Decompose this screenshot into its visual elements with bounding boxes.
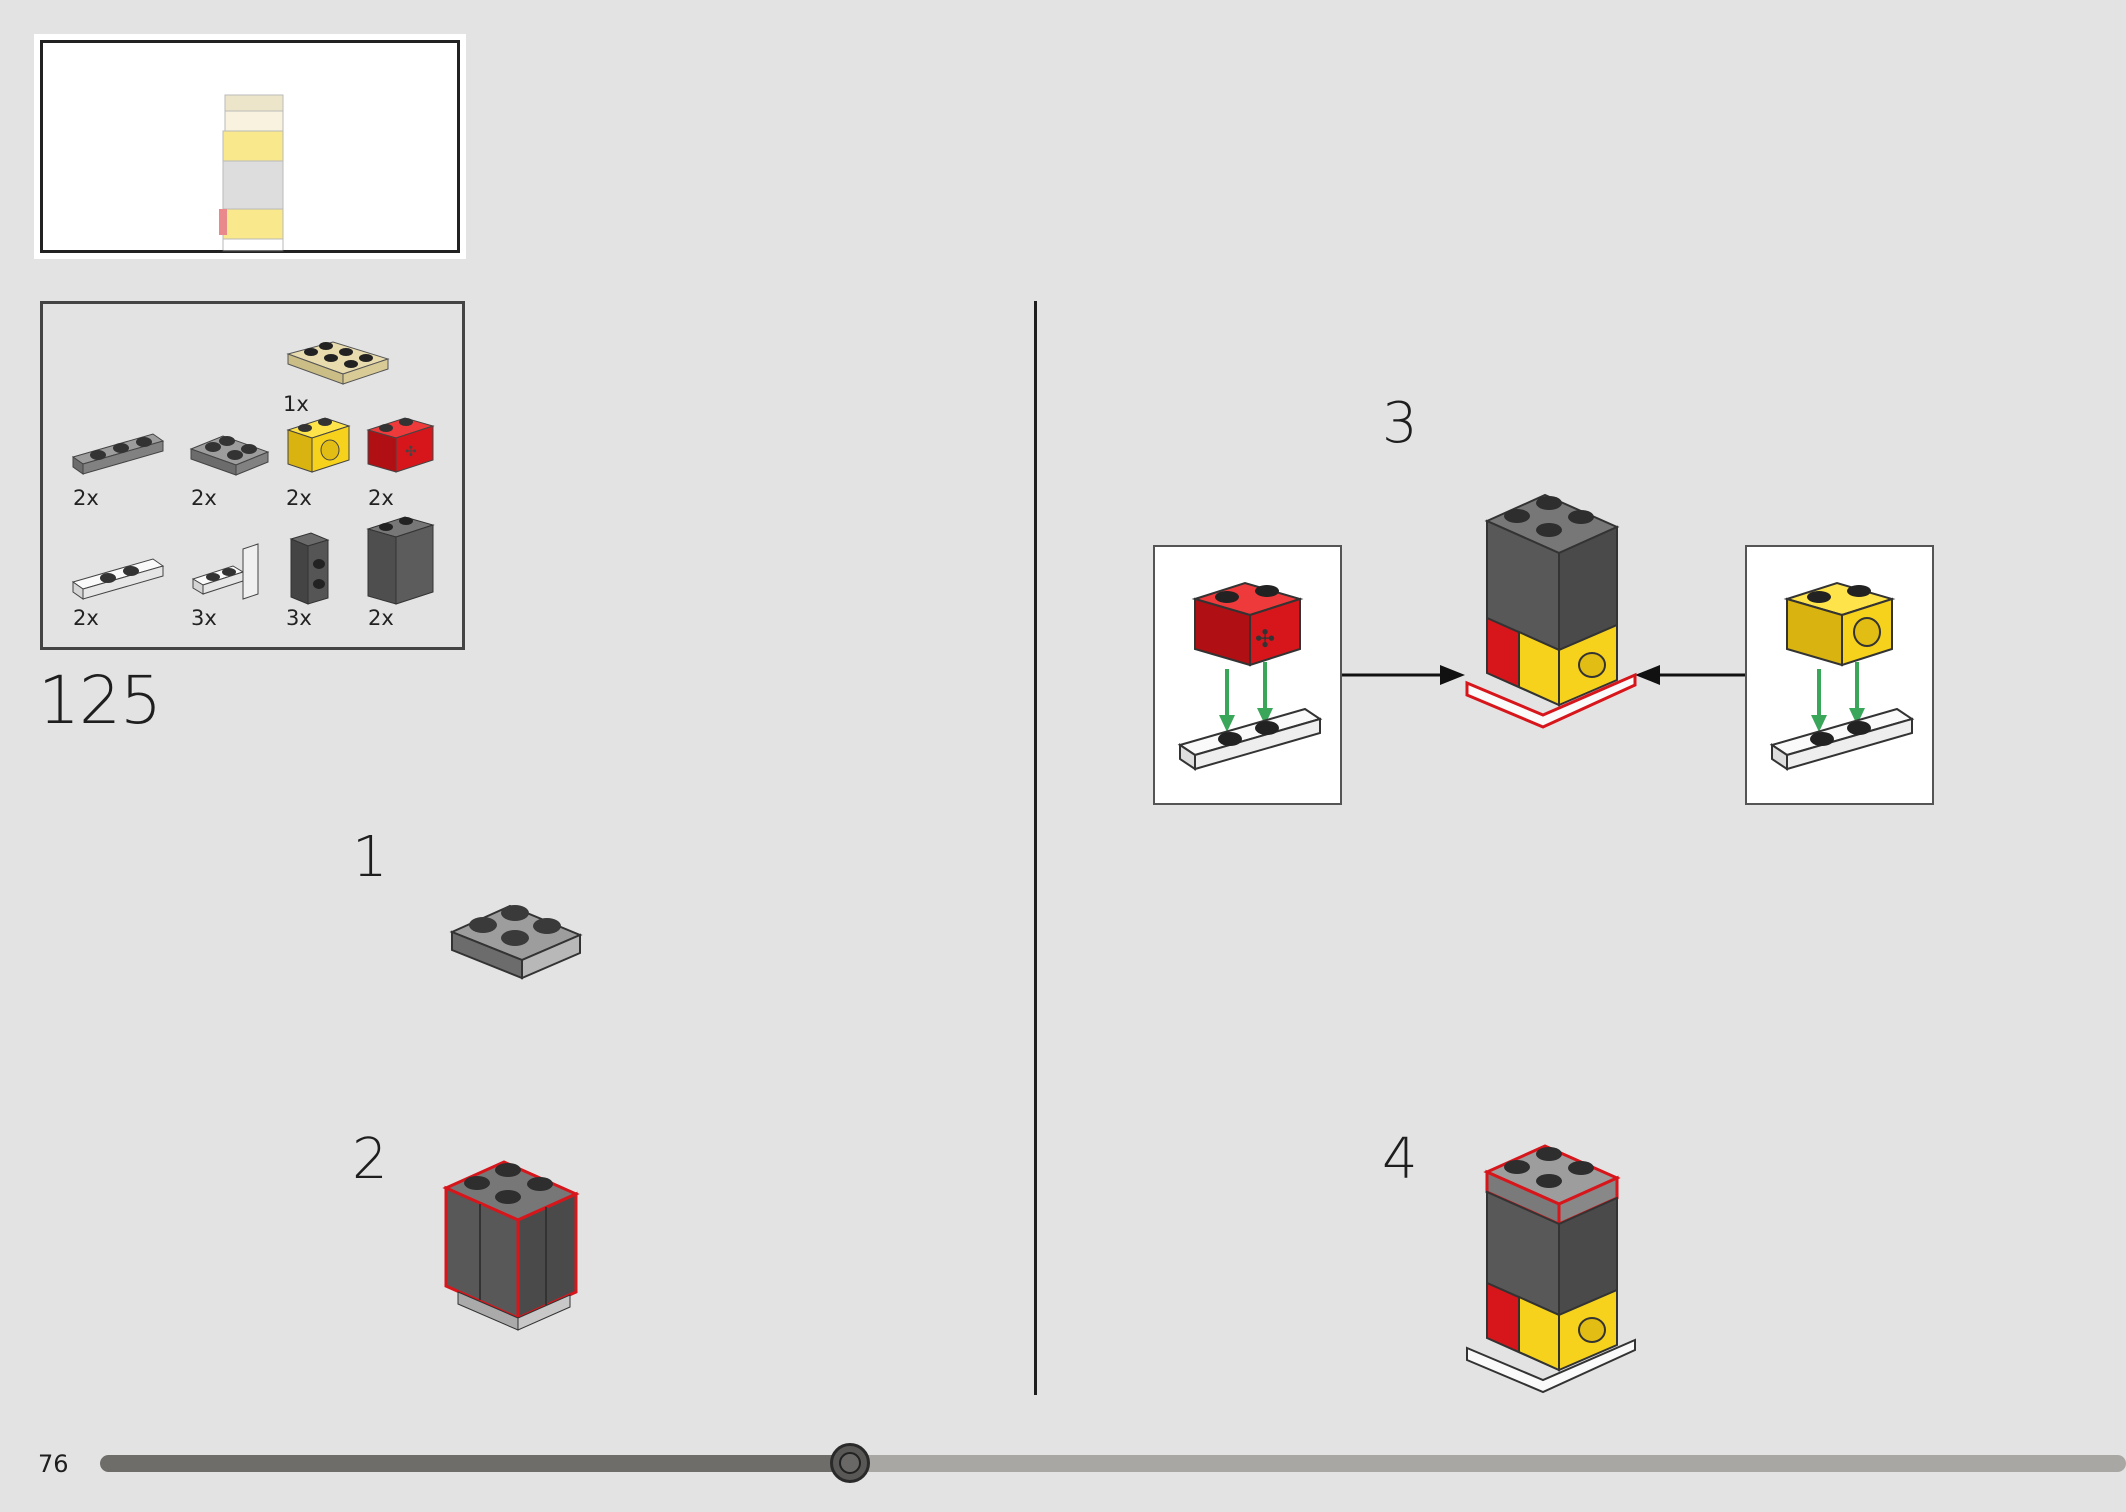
step-4-illustration xyxy=(1466,1144,1636,1394)
gray-plate-1x3-icon xyxy=(71,433,165,475)
red-technic-brick-icon: ✣ xyxy=(366,417,435,473)
parts-illustrations: ✣ xyxy=(71,341,435,605)
part-qty-dark-brick: 2x xyxy=(368,606,394,630)
sub-step-1-number: 1 xyxy=(352,825,388,890)
sub-step-2-number: 2 xyxy=(352,1127,388,1192)
part-qty-white-jumper: 2x xyxy=(73,606,99,630)
part-qty-gray-plate-1x3: 2x xyxy=(73,486,99,510)
red-brick-subassembly-illustration: ✣ xyxy=(1177,581,1323,771)
step-1-illustration xyxy=(449,904,583,980)
page-divider xyxy=(1034,301,1037,1395)
part-qty-white-bracket: 3x xyxy=(191,606,217,630)
progress-fill xyxy=(100,1455,850,1472)
step-3-callout-right xyxy=(1745,545,1934,805)
white-jumper-plate-icon xyxy=(71,558,165,600)
svg-text:✣: ✣ xyxy=(1255,625,1275,653)
dark-brick-icon xyxy=(366,516,435,605)
step-3-illustration xyxy=(1465,493,1637,729)
arrow-right-head xyxy=(1635,665,1660,685)
part-qty-yellow-brick: 2x xyxy=(286,486,312,510)
arrow-left-head xyxy=(1440,665,1465,685)
gray-plate-2x2-icon xyxy=(189,435,270,476)
part-qty-gray-plate-2x2: 2x xyxy=(191,486,217,510)
part-qty-tan-plate: 1x xyxy=(283,392,309,416)
progress-handle[interactable] xyxy=(829,1443,870,1483)
progress-track[interactable] xyxy=(100,1455,2126,1472)
preview-model-illustration xyxy=(219,94,284,252)
yellow-technic-brick-icon xyxy=(286,417,351,473)
sub-step-4-number: 4 xyxy=(1382,1127,1418,1192)
part-qty-dark-bracket: 3x xyxy=(286,606,312,630)
yellow-brick-subassembly-illustration xyxy=(1769,581,1915,771)
sub-step-3-number: 3 xyxy=(1382,391,1418,456)
white-bracket-icon xyxy=(191,543,259,600)
page-number: 76 xyxy=(38,1450,69,1478)
assembly-preview xyxy=(34,34,466,259)
main-step-number: 125 xyxy=(38,662,162,739)
parts-list: ✣ 1x xyxy=(40,301,465,650)
step-3-arrows xyxy=(1342,665,1745,685)
tan-plate-icon xyxy=(286,341,390,385)
svg-text:✣: ✣ xyxy=(405,444,417,460)
part-qty-red-brick: 2x xyxy=(368,486,394,510)
step-2-illustration xyxy=(442,1160,580,1331)
dark-bracket-icon xyxy=(289,532,330,605)
step-3-callout-left: ✣ xyxy=(1153,545,1342,805)
